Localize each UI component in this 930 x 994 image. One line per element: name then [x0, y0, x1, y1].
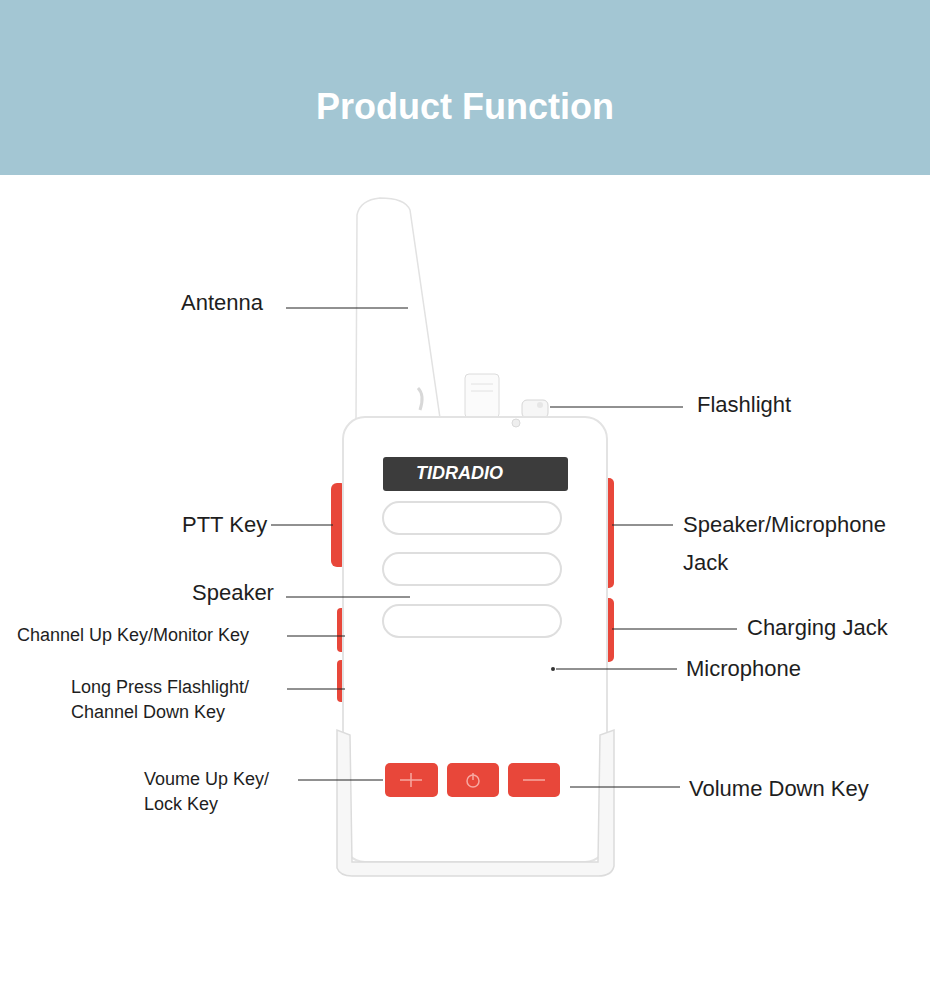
part-label: Microphone: [686, 656, 801, 682]
page-title: Product Function: [0, 86, 930, 128]
part-label: Flashlight: [697, 392, 791, 418]
brand-logo: TIDRADIO: [416, 463, 503, 484]
part-label: Speaker/Microphone Jack: [683, 506, 918, 582]
part-label: Speaker: [192, 580, 274, 606]
part-label: Channel Up Key/Monitor Key: [17, 625, 249, 646]
part-label: Voume Up Key/ Lock Key: [144, 767, 294, 817]
part-label: Charging Jack: [747, 615, 888, 641]
part-label: PTT Key: [182, 512, 267, 538]
part-label: Long Press Flashlight/ Channel Down Key: [71, 675, 281, 725]
part-label: Volume Down Key: [689, 776, 869, 802]
part-label: Antenna: [181, 290, 263, 316]
